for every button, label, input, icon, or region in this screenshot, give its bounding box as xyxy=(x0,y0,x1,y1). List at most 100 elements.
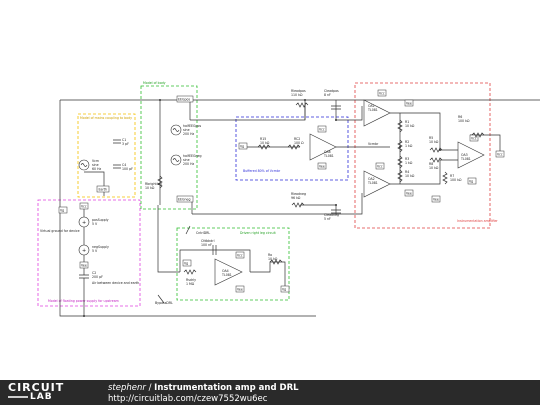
vcc-node-drl: Vcc xyxy=(235,251,245,259)
r1-resistor: R1 10 kΩ xyxy=(397,119,415,133)
vg-node-supply: Vg xyxy=(58,206,68,214)
svg-text:R5: R5 xyxy=(429,136,433,140)
mains-coupling-label: Model of mains coupling to body xyxy=(80,116,132,120)
vee-node-oa2: Vee xyxy=(404,189,414,197)
svg-text:Vee: Vee xyxy=(406,102,412,106)
vcc-node-oa1: Vcc xyxy=(377,89,387,97)
circuit-url[interactable]: http://circuitlab.com/czew7552wu6ec xyxy=(108,394,268,404)
svg-text:1 MΩ: 1 MΩ xyxy=(186,282,195,286)
svg-text:Cfdbkdrl: Cfdbkdrl xyxy=(201,239,215,243)
oa3-feedback-wire xyxy=(470,134,501,155)
svg-text:5 V: 5 V xyxy=(92,249,98,253)
svg-text:Vcc: Vcc xyxy=(377,165,383,169)
r6-resistor: R6 100 kΩ xyxy=(458,115,485,138)
vcc-node-oa3: Vcc xyxy=(469,134,479,142)
c4-capacitor: C4 100 pF xyxy=(113,163,133,171)
svg-text:10 kΩ: 10 kΩ xyxy=(268,257,278,261)
svg-text:Rleadneg: Rleadneg xyxy=(291,192,306,196)
svg-text:Vcm: Vcm xyxy=(92,159,99,163)
svg-text:10 kΩ: 10 kΩ xyxy=(429,166,439,170)
floating-supply-label: Model of floating power supply for upstr… xyxy=(48,299,119,303)
svg-text:OA3: OA3 xyxy=(461,153,468,157)
svg-text:Vee: Vee xyxy=(319,165,325,169)
svg-text:sine: sine xyxy=(92,163,99,167)
svg-text:Rsdrly: Rsdrly xyxy=(186,278,196,282)
logo-text-top: CIRCUIT xyxy=(8,381,65,394)
mains-coupling-region xyxy=(77,113,136,198)
instrumentation-region xyxy=(354,82,491,229)
svg-text:96 kΩ: 96 kΩ xyxy=(291,196,301,200)
svg-text:Vg: Vg xyxy=(240,145,244,149)
schematic-svg: Model of mains coupling to body Model of… xyxy=(37,81,540,317)
svg-text:Vee: Vee xyxy=(406,192,412,196)
ro-resistor: Ro 10 kΩ xyxy=(268,253,283,265)
svg-text:R6: R6 xyxy=(458,115,462,119)
svg-text:3 pF: 3 pF xyxy=(122,142,129,146)
cfeedback-capacitor: Cfdbkdrl 100 nF xyxy=(201,239,217,255)
rleadpos-resistor: Rleadpos 110 kΩ xyxy=(291,89,309,108)
vee-node-supply: Vee xyxy=(79,261,89,269)
svg-text:Vcmbr: Vcmbr xyxy=(368,142,379,146)
vee-node-oa3: Vee xyxy=(431,195,441,203)
r2-resistor: R2 1 kΩ xyxy=(397,139,413,153)
schematic-canvas[interactable]: Model of mains coupling to body Model of… xyxy=(0,0,540,380)
buffered-label: Buffered 80% of Vcmbr xyxy=(243,169,281,173)
oa1-out-wire xyxy=(390,112,470,151)
svg-text:EEGneg: EEGneg xyxy=(178,198,191,202)
svg-text:Cleadneg: Cleadneg xyxy=(324,213,339,217)
svg-text:10 kΩ: 10 kΩ xyxy=(429,140,439,144)
vee-node-oa6: Vee xyxy=(317,162,327,170)
oa3-opamp: OA3 TL081 xyxy=(457,141,485,169)
oa1-in-wire xyxy=(336,106,363,121)
author-link[interactable]: stephenr xyxy=(108,383,146,393)
svg-text:negSupply: negSupply xyxy=(92,245,109,249)
credit-separator: / xyxy=(145,383,155,393)
svg-text:Ro: Ro xyxy=(268,253,272,257)
svg-text:R15: R15 xyxy=(260,137,266,141)
r4-resistor: R4 10 kΩ xyxy=(397,169,415,183)
svg-text:+: + xyxy=(82,248,86,254)
svg-text:100 Ω: 100 Ω xyxy=(294,141,304,145)
oa2-out-wire xyxy=(390,159,470,185)
svg-text:Air between device and earth: Air between device and earth xyxy=(92,281,139,285)
svg-text:1 kΩ: 1 kΩ xyxy=(405,161,413,165)
circuitlab-logo[interactable]: CIRCUIT LAB xyxy=(8,381,66,403)
credit-line: stephenr / Instrumentation amp and DRL xyxy=(108,383,299,393)
svg-text:CntrlDRL: CntrlDRL xyxy=(196,231,210,235)
cntrldrl-label: CntrlDRL xyxy=(196,231,210,235)
svg-text:R1: R1 xyxy=(405,120,409,124)
vg-node-buffer: Vg xyxy=(238,142,248,150)
drl-out-wire xyxy=(250,261,286,286)
body-region xyxy=(140,85,198,210)
r5-resistor: R5 10 kΩ xyxy=(429,136,443,153)
svg-text:Earth: Earth xyxy=(99,188,108,192)
drl-region xyxy=(176,227,290,301)
svg-text:5 nF: 5 nF xyxy=(324,217,331,221)
eegneg-wire xyxy=(192,205,337,215)
logo-text-bottom: LAB xyxy=(30,392,53,402)
logo-underline xyxy=(8,396,28,398)
svg-text:200 Hz: 200 Hz xyxy=(183,162,194,166)
svg-text:posSupply: posSupply xyxy=(92,218,109,222)
svg-text:EEGpos: EEGpos xyxy=(178,98,190,102)
svg-text:Rleadpos: Rleadpos xyxy=(291,89,306,93)
r15-resistor: R15 10 kΩ xyxy=(257,137,271,150)
output-node: Vcc xyxy=(495,150,505,158)
vee-node-drl: Vee xyxy=(235,285,245,293)
svg-text:sine: sine xyxy=(183,128,190,132)
svg-text:OA1: OA1 xyxy=(368,104,375,108)
svg-text:Vg: Vg xyxy=(282,288,286,292)
svg-text:Vcc: Vcc xyxy=(319,128,325,132)
drl-label: Driven right leg circuit xyxy=(240,231,276,235)
svg-text:Vcc: Vcc xyxy=(81,205,87,209)
instrumentation-label: Instrumentation amplifier xyxy=(457,219,498,223)
svg-text:RC2: RC2 xyxy=(294,137,300,141)
eegpos-node: EEGpos xyxy=(176,95,194,103)
vee-node-oa1: Vee xyxy=(404,99,414,107)
svg-text:R7: R7 xyxy=(450,174,454,178)
svg-text:C1: C1 xyxy=(122,138,126,142)
svg-text:Cleadpos: Cleadpos xyxy=(324,89,339,93)
rleadneg-resistor: Rleadneg 96 kΩ xyxy=(291,192,306,208)
svg-text:200 Hz: 200 Hz xyxy=(183,132,194,136)
vg-node-inamp: Vg xyxy=(467,177,477,185)
